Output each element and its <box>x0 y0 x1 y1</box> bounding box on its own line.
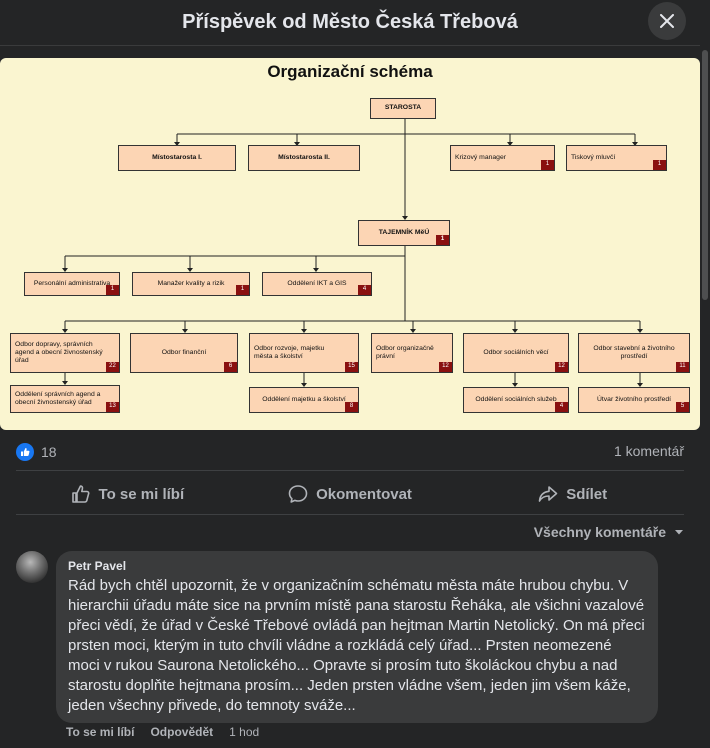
org-chart-lines <box>62 119 643 387</box>
org-box-ikt: Oddělení IKT a GIS 4 <box>262 272 372 296</box>
org-box-count: 4 <box>358 285 371 295</box>
comment-count[interactable]: 1 komentář <box>613 443 684 459</box>
org-box-count: 5 <box>676 402 689 412</box>
org-box-label: Útvar životního prostředí <box>596 395 672 403</box>
close-icon <box>660 14 674 28</box>
org-box-label: Krizový manager <box>455 153 506 161</box>
org-box-odbor-organizacni: Odbor organizačně právní 12 <box>371 333 453 373</box>
scrollbar-thumb[interactable] <box>702 50 708 300</box>
divider <box>16 470 684 471</box>
org-box-odbor-dopravy: Odbor dopravy, správních agend a obecní … <box>10 333 120 373</box>
org-box-tiskovy-mluvci: Tiskový mluvčí 1 <box>566 145 667 171</box>
org-box-count: 22 <box>106 362 119 372</box>
org-box-label: Odbor stavební a životního prostředí <box>593 344 675 360</box>
post-image[interactable]: Organizační schéma <box>0 58 700 430</box>
comment-author[interactable]: Petr Pavel <box>68 559 127 573</box>
comment-filter[interactable]: Všechny komentáře <box>534 524 684 540</box>
org-box-label: Personální administrativa <box>33 279 111 287</box>
comment-like-link[interactable]: To se mi líbí <box>66 725 135 739</box>
share-button[interactable]: Sdílet <box>461 476 684 512</box>
comment-filter-label: Všechny komentáře <box>533 524 666 540</box>
comment-label: Okomentovat <box>316 485 412 503</box>
comment-text: Rád bych chtěl upozornit, že v organizač… <box>68 577 645 714</box>
org-box-odbor-socialni: Odbor sociálních věcí 12 <box>463 333 569 373</box>
comment-bubble: Petr Pavel Rád bych chtěl upozornit, že … <box>56 551 658 723</box>
org-box-label: Oddělení sociálních služeb <box>475 395 557 403</box>
org-box-label: Odbor dopravy, správních agend a obecní … <box>15 340 103 365</box>
post-body: Organizační schéma <box>0 46 700 748</box>
org-box-odbor-rozvoje: Odbor rozvoje, majetku města a školství 1… <box>249 333 359 373</box>
like-reaction-icon <box>16 443 34 461</box>
org-box-label: Odbor sociálních věcí <box>483 348 549 356</box>
org-box-label: Oddělení majetku a školství <box>262 395 346 403</box>
modal-title: Příspěvek od Město Česká Třebová <box>182 11 518 33</box>
share-label: Sdílet <box>566 485 608 503</box>
org-box-label: Oddělení správních agend a obecní živnos… <box>15 390 101 406</box>
share-icon <box>538 486 558 502</box>
org-box-odbor-financni: Odbor finanční 6 <box>130 333 238 373</box>
org-box-tajemnik: TAJEMNÍK MěÚ 1 <box>358 220 450 246</box>
org-box-mistostarosta-2: Místostarosta II. <box>248 145 360 171</box>
divider <box>16 514 684 515</box>
like-label: To se mi líbí <box>98 485 185 503</box>
comment-actions: To se mi líbí Odpovědět 1 hod <box>66 725 275 739</box>
org-box-count: 12 <box>555 362 568 372</box>
org-box-utvar-zivotniho: Útvar životního prostředí 5 <box>578 387 690 413</box>
chevron-down-icon <box>675 530 683 535</box>
org-box-count: 12 <box>439 362 452 372</box>
org-box-manazer: Manažer kvality a rizik 1 <box>132 272 250 296</box>
org-box-label: Odbor finanční <box>161 348 207 356</box>
reaction-count: 18 <box>41 444 57 460</box>
org-box-count: 1 <box>106 285 119 295</box>
like-icon <box>71 485 90 503</box>
org-box-count: 1 <box>436 235 449 245</box>
org-box-count: 1 <box>653 160 666 170</box>
org-box-label: Tiskový mluvčí <box>571 153 616 161</box>
org-box-oddeleni-spravnich: Oddělení správních agend a obecní živnos… <box>10 385 120 413</box>
org-box-label: Odbor rozvoje, majetku města a školství <box>254 344 325 360</box>
org-box-mistostarosta-1: Místostarosta I. <box>118 145 236 171</box>
org-box-krizovy-manager: Krizový manager 1 <box>450 145 555 171</box>
org-box-label: TAJEMNÍK MěÚ <box>378 228 430 236</box>
org-box-count: 11 <box>676 362 689 372</box>
scrollbar[interactable] <box>700 0 710 748</box>
org-box-label: STAROSTA <box>384 104 422 112</box>
org-box-count: 8 <box>345 402 358 412</box>
org-box-starosta: STAROSTA <box>370 98 436 119</box>
modal-header: Příspěvek od Město Česká Třebová <box>0 0 700 46</box>
org-box-count: 15 <box>345 362 358 372</box>
org-box-label: Odbor organizačně právní <box>376 344 434 360</box>
org-box-label: Oddělení IKT a GIS <box>287 279 347 287</box>
org-box-count: 4 <box>555 402 568 412</box>
post-actions: To se mi líbí Okomentovat Sdílet <box>16 476 684 512</box>
org-box-label: Místostarosta II. <box>278 153 330 161</box>
close-button[interactable] <box>648 2 686 40</box>
comment-button[interactable]: Okomentovat <box>239 476 462 512</box>
org-box-count: 1 <box>541 160 554 170</box>
comment-timestamp[interactable]: 1 hod <box>229 725 260 739</box>
like-button[interactable]: To se mi líbí <box>16 476 239 512</box>
comment-icon <box>288 485 308 503</box>
org-chart-title: Organizační schéma <box>267 62 433 81</box>
org-box-count: 6 <box>224 362 237 372</box>
org-box-count: 1 <box>236 285 249 295</box>
commenter-avatar[interactable] <box>16 551 48 583</box>
comment-reply-link[interactable]: Odpovědět <box>150 725 214 739</box>
org-box-count: 13 <box>106 402 119 412</box>
reactions-summary[interactable]: 18 <box>16 442 57 462</box>
org-box-label: Manažer kvality a rizik <box>157 279 225 287</box>
org-box-label: Místostarosta I. <box>152 153 202 161</box>
